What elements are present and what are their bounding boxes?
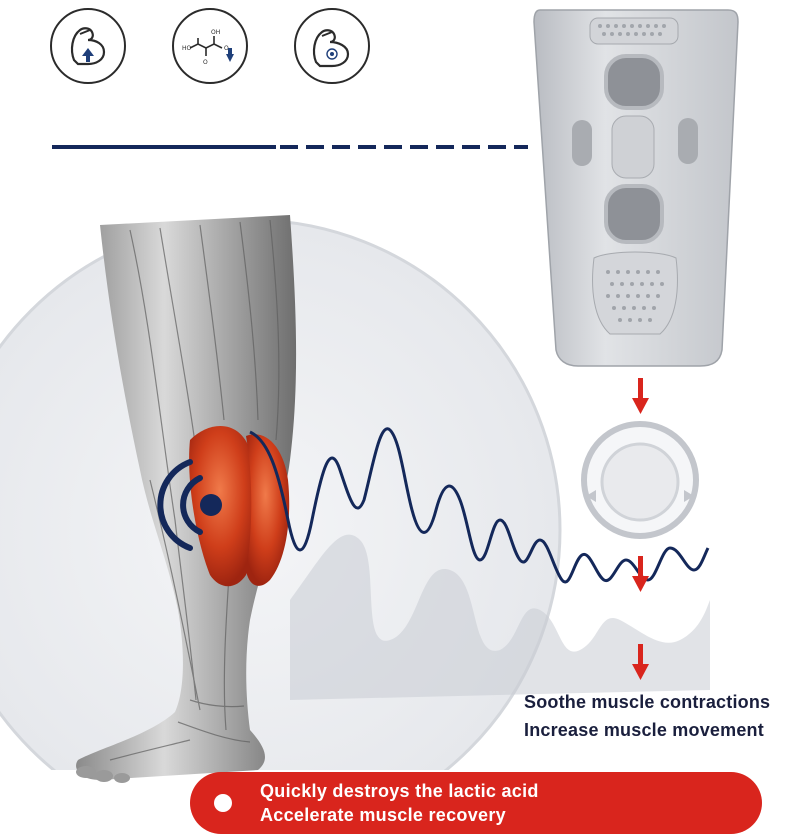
massage-head-zoom — [581, 421, 699, 539]
wave-target-icon — [157, 459, 222, 551]
benefit-banner: Quickly destroys the lactic acid Acceler… — [190, 772, 762, 834]
bullet-dot — [214, 794, 232, 812]
banner-line-1: Quickly destroys the lactic acid — [260, 781, 539, 801]
calf-muscle-highlight — [189, 426, 290, 587]
flexed-arm-up-icon — [50, 8, 126, 84]
feature-increase: Increase muscle movement — [524, 720, 764, 740]
wave-shadow — [290, 534, 710, 700]
banner-line-2: Accelerate muscle recovery — [260, 805, 506, 825]
svg-text:HO: HO — [182, 45, 192, 52]
svg-text:O: O — [203, 59, 208, 66]
massage-wave — [249, 427, 710, 584]
svg-text:OH: OH — [211, 29, 220, 36]
feature-soothe: Soothe muscle contractions — [524, 692, 771, 712]
red-arrows — [632, 378, 649, 680]
svg-text:O: O — [224, 45, 229, 52]
arm-muscle-target-icon — [294, 8, 370, 84]
lactic-acid-molecule-icon: HO OH O O — [172, 8, 248, 84]
massager-device — [533, 9, 739, 367]
